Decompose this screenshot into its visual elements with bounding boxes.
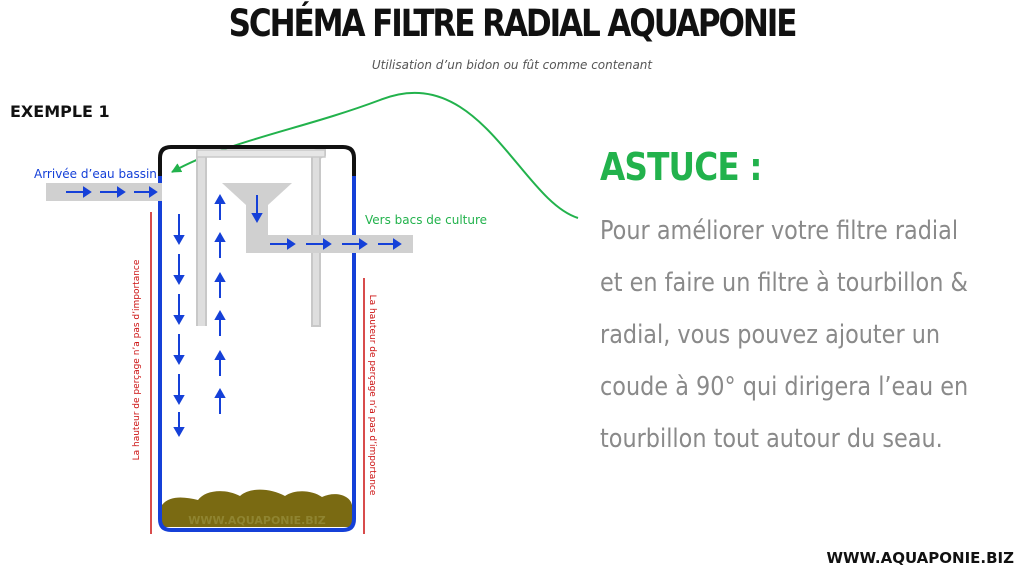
astuce-title: ASTUCE : <box>600 145 762 189</box>
astuce-line: et en faire un filtre à tourbillon & <box>600 268 968 298</box>
flow-arrows <box>66 186 402 438</box>
container-top <box>158 145 356 176</box>
outlet-label: Vers bacs de culture <box>365 213 487 227</box>
container-body <box>158 176 356 532</box>
inner-pipe-left <box>196 151 207 326</box>
height-note-right: La hauteur de perçage n’a pas d’importan… <box>367 295 377 496</box>
astuce-line: coude à 90° qui dirigera l’eau en <box>600 372 969 402</box>
inlet-label: Arrivée d’eau bassin <box>34 167 157 181</box>
page-subtitle: Utilisation d’un bidon ou fût comme cont… <box>371 58 653 72</box>
astuce-line: tourbillon tout autour du seau. <box>600 424 943 454</box>
astuce-line: Pour améliorer votre filtre radial <box>600 216 959 246</box>
astuce-line: radial, vous pouvez ajouter un <box>600 320 941 350</box>
astuce-text: Pour améliorer votre filtre radial et en… <box>600 205 969 465</box>
example-label: EXEMPLE 1 <box>10 102 110 121</box>
inner-pipe-top <box>196 149 326 158</box>
height-note-left: La hauteur de perçage n’a pas d’importan… <box>132 259 142 460</box>
page-title: SCHÉMA FILTRE RADIAL AQUAPONIE <box>228 2 798 45</box>
sludge-deposit <box>162 489 352 527</box>
collection-funnel <box>222 183 292 205</box>
footer-site: WWW.AQUAPONIE.BIZ <box>826 549 1014 567</box>
container-watermark: WWW.AQUAPONIE.BIZ <box>188 514 326 527</box>
